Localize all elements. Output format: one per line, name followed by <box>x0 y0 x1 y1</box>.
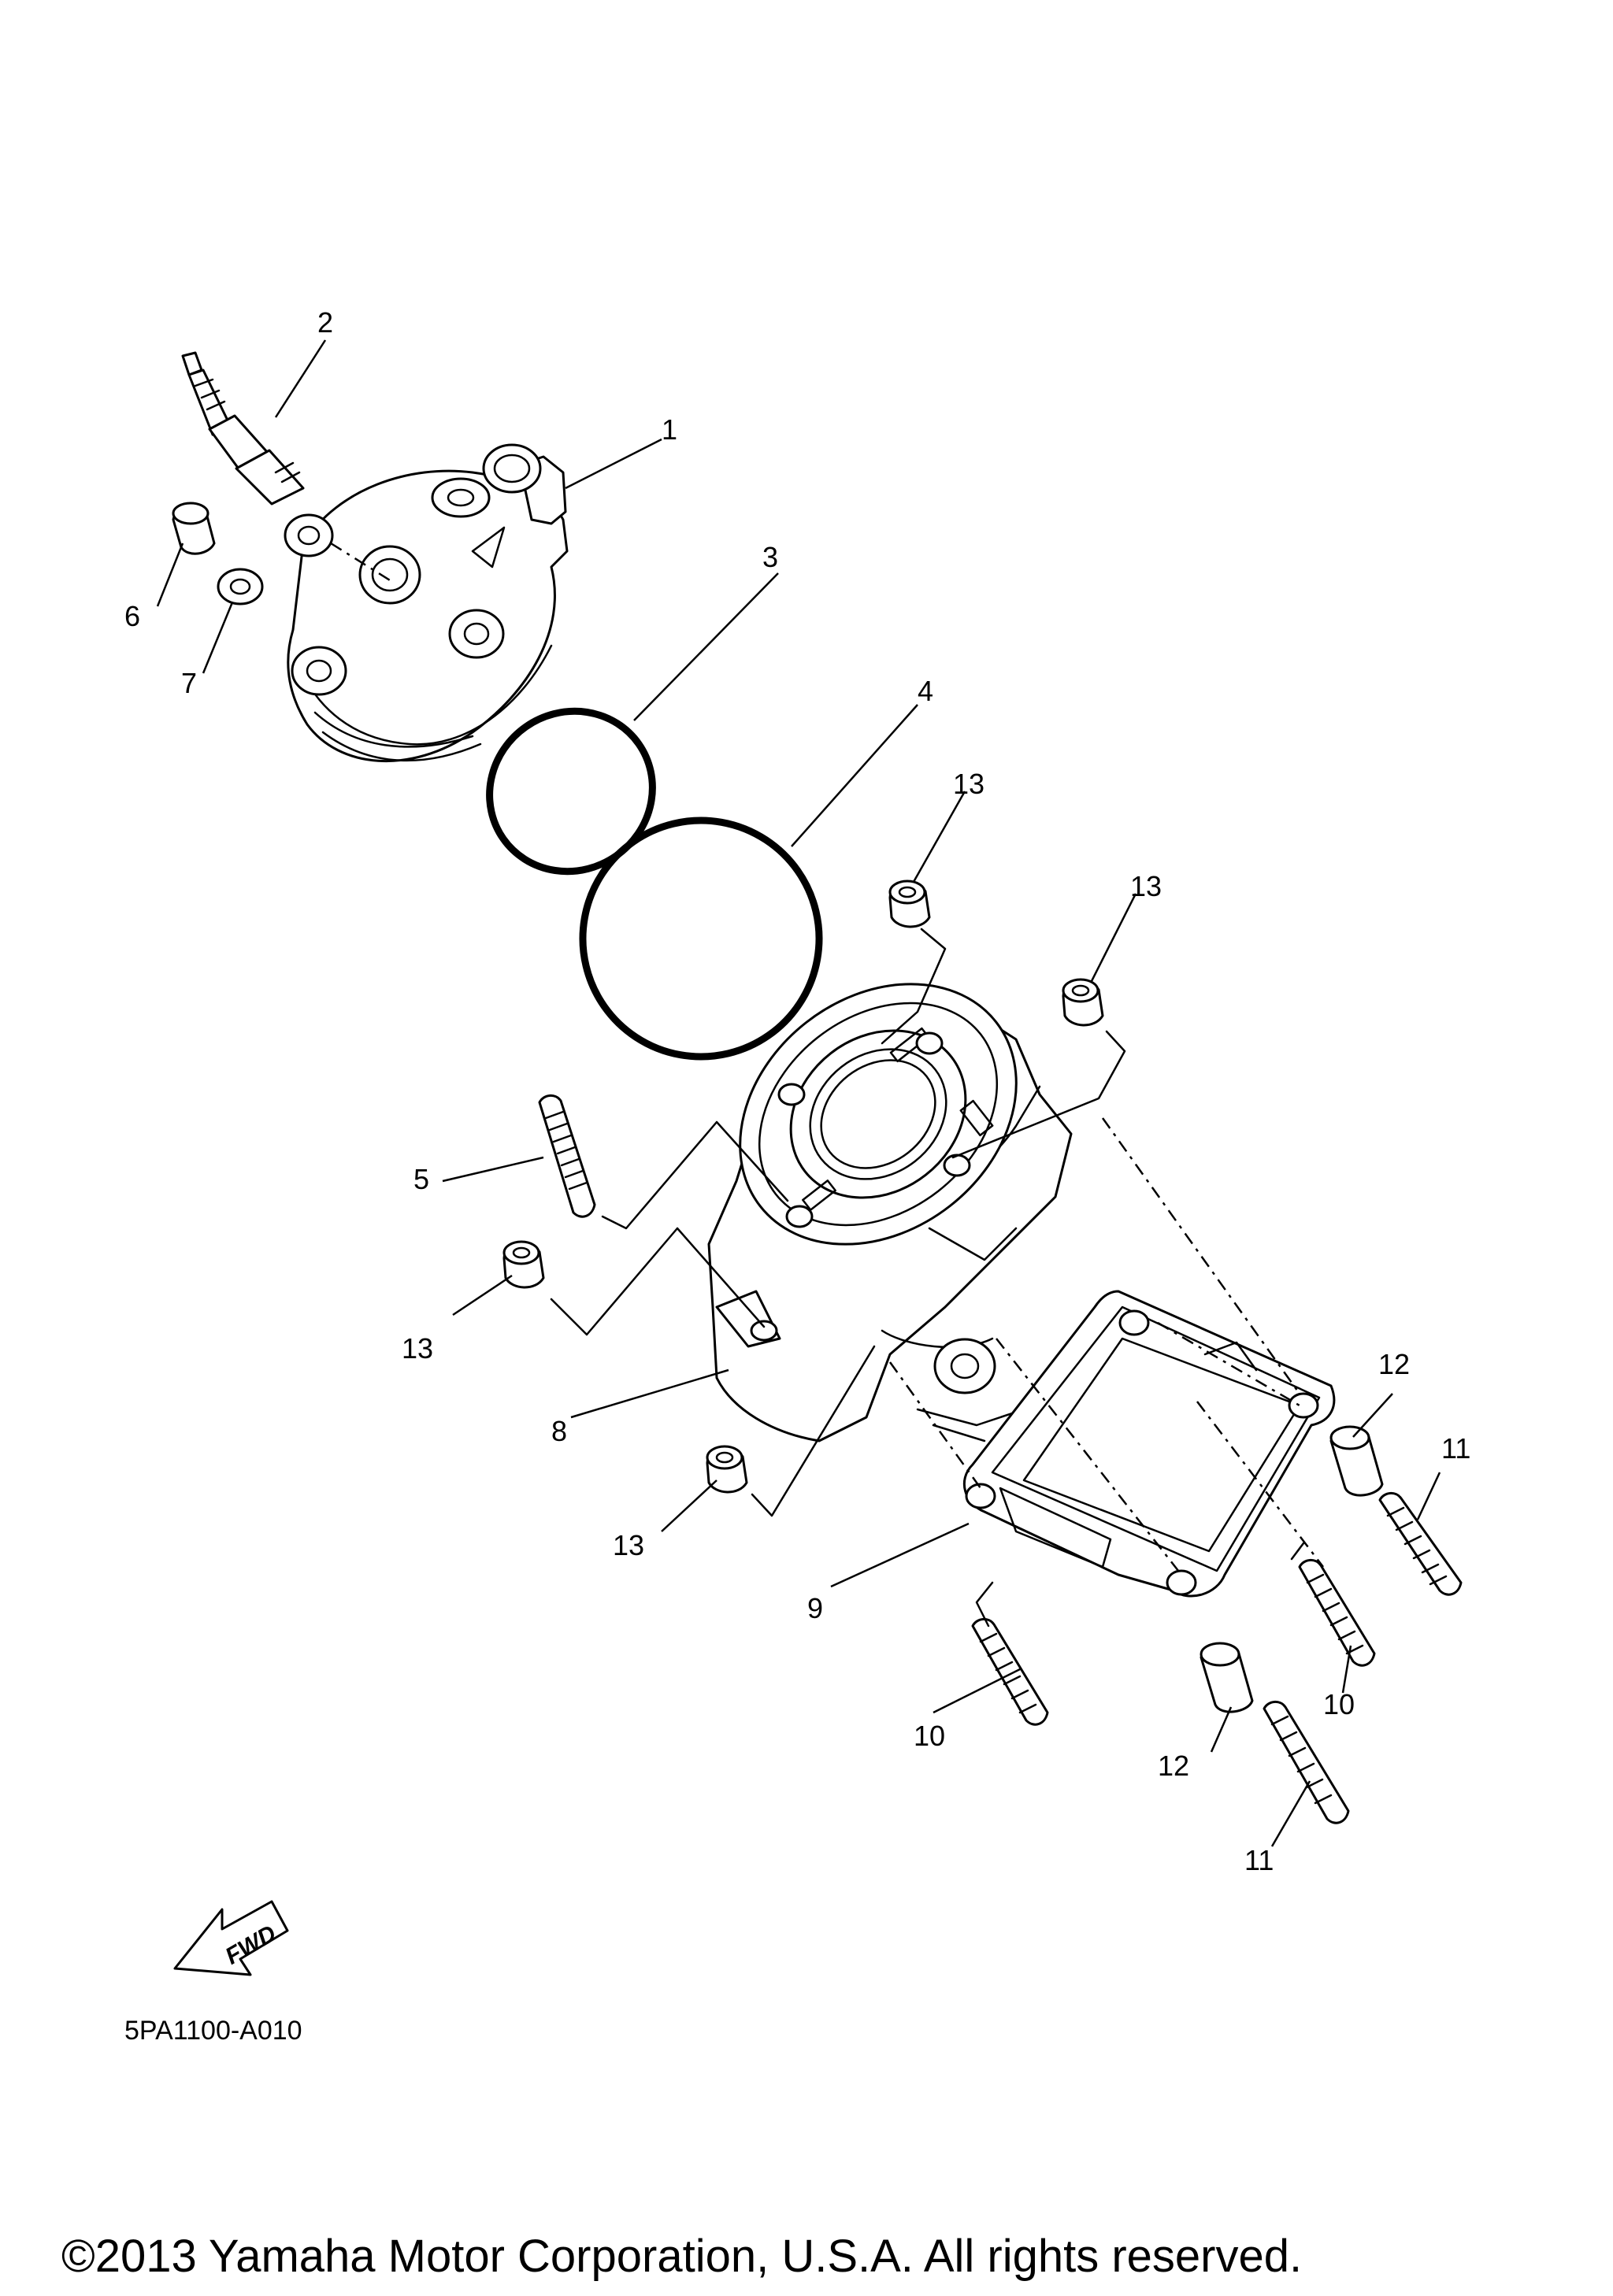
head-washer <box>217 568 264 605</box>
callout-13-bottom: 13 <box>613 1529 644 1561</box>
stud-10-left <box>971 1618 1049 1726</box>
cylinder-nut-d <box>706 1445 748 1494</box>
cylinder <box>707 983 1073 1442</box>
callout-6: 6 <box>124 600 140 632</box>
base-gasket <box>962 1290 1336 1598</box>
callout-12-left: 12 <box>1158 1750 1189 1782</box>
stud-10-right <box>1298 1559 1376 1667</box>
callout-11-left: 11 <box>1244 1844 1274 1876</box>
fwd-arrow-icon: FWD <box>173 1900 289 1976</box>
drawing-code: 5PA1100-A010 <box>124 2016 302 2046</box>
callout-4: 4 <box>918 675 933 707</box>
dowel-pin-b <box>1200 1642 1254 1713</box>
stud-11-left <box>1263 1701 1350 1824</box>
callout-10-left: 10 <box>914 1720 945 1752</box>
stud-long <box>538 1094 596 1218</box>
callout-13-top: 13 <box>953 768 984 800</box>
callout-13-upper-right: 13 <box>1130 870 1162 902</box>
callout-3: 3 <box>762 541 778 573</box>
callout-2: 2 <box>317 306 333 339</box>
head-nut <box>172 502 216 555</box>
assembly-lines <box>330 542 1324 1628</box>
cylinder-nut-a <box>888 880 931 928</box>
callout-9: 9 <box>807 1592 823 1624</box>
callouts: 1 2 3 4 5 6 7 8 9 10 10 11 11 12 12 13 1… <box>124 306 1470 1876</box>
copyright-notice: ©2013 Yamaha Motor Corporation, U.S.A. A… <box>61 2231 1302 2282</box>
cylinder-nut-c <box>502 1240 545 1289</box>
callout-1: 1 <box>662 413 677 446</box>
dowel-pin-a <box>1329 1425 1384 1497</box>
cylinder-nut-b <box>1062 978 1104 1027</box>
callout-12-right: 12 <box>1378 1348 1410 1380</box>
callout-11-right: 11 <box>1441 1432 1470 1465</box>
callout-7: 7 <box>181 667 197 699</box>
callout-5: 5 <box>413 1163 429 1195</box>
stud-11-right <box>1378 1492 1463 1596</box>
o-ring-large <box>579 817 823 1061</box>
callout-8: 8 <box>551 1415 567 1447</box>
spark-plug <box>181 351 305 505</box>
cylinder-head <box>284 443 569 763</box>
callout-10-right: 10 <box>1323 1688 1355 1720</box>
callout-13-left: 13 <box>402 1332 433 1365</box>
leader-lines <box>156 339 1441 1847</box>
